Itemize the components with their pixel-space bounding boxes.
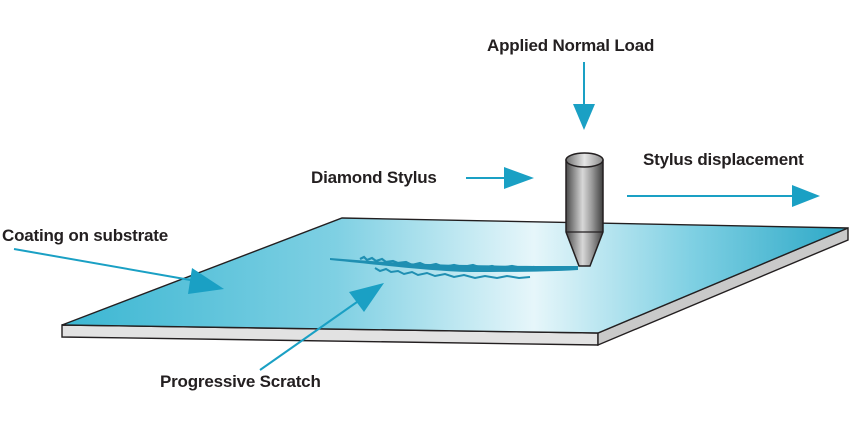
progressive-scratch-label: Progressive Scratch: [160, 372, 321, 391]
scratch-pointer-arrow: [259, 283, 384, 371]
coating-surface: [61, 217, 849, 334]
displacement-arrow: [627, 185, 820, 207]
stylus-pointer-arrow: [466, 167, 534, 189]
stylus-top: [565, 152, 604, 168]
coating-on-substrate-label: Coating on substrate: [2, 226, 169, 245]
substrate-plate: [61, 217, 849, 347]
diamond-stylus-label: Diamond Stylus: [311, 168, 437, 187]
scratch-track: [330, 255, 578, 280]
stylus-displacement-label: Stylus displacement: [643, 150, 804, 169]
coating-pointer-arrow: [13, 248, 224, 294]
applied-load-arrow: [573, 62, 595, 130]
applied-normal-load-label: Applied Normal Load: [487, 36, 655, 55]
arrows: [13, 62, 820, 371]
diamond-stylus: [565, 152, 604, 267]
